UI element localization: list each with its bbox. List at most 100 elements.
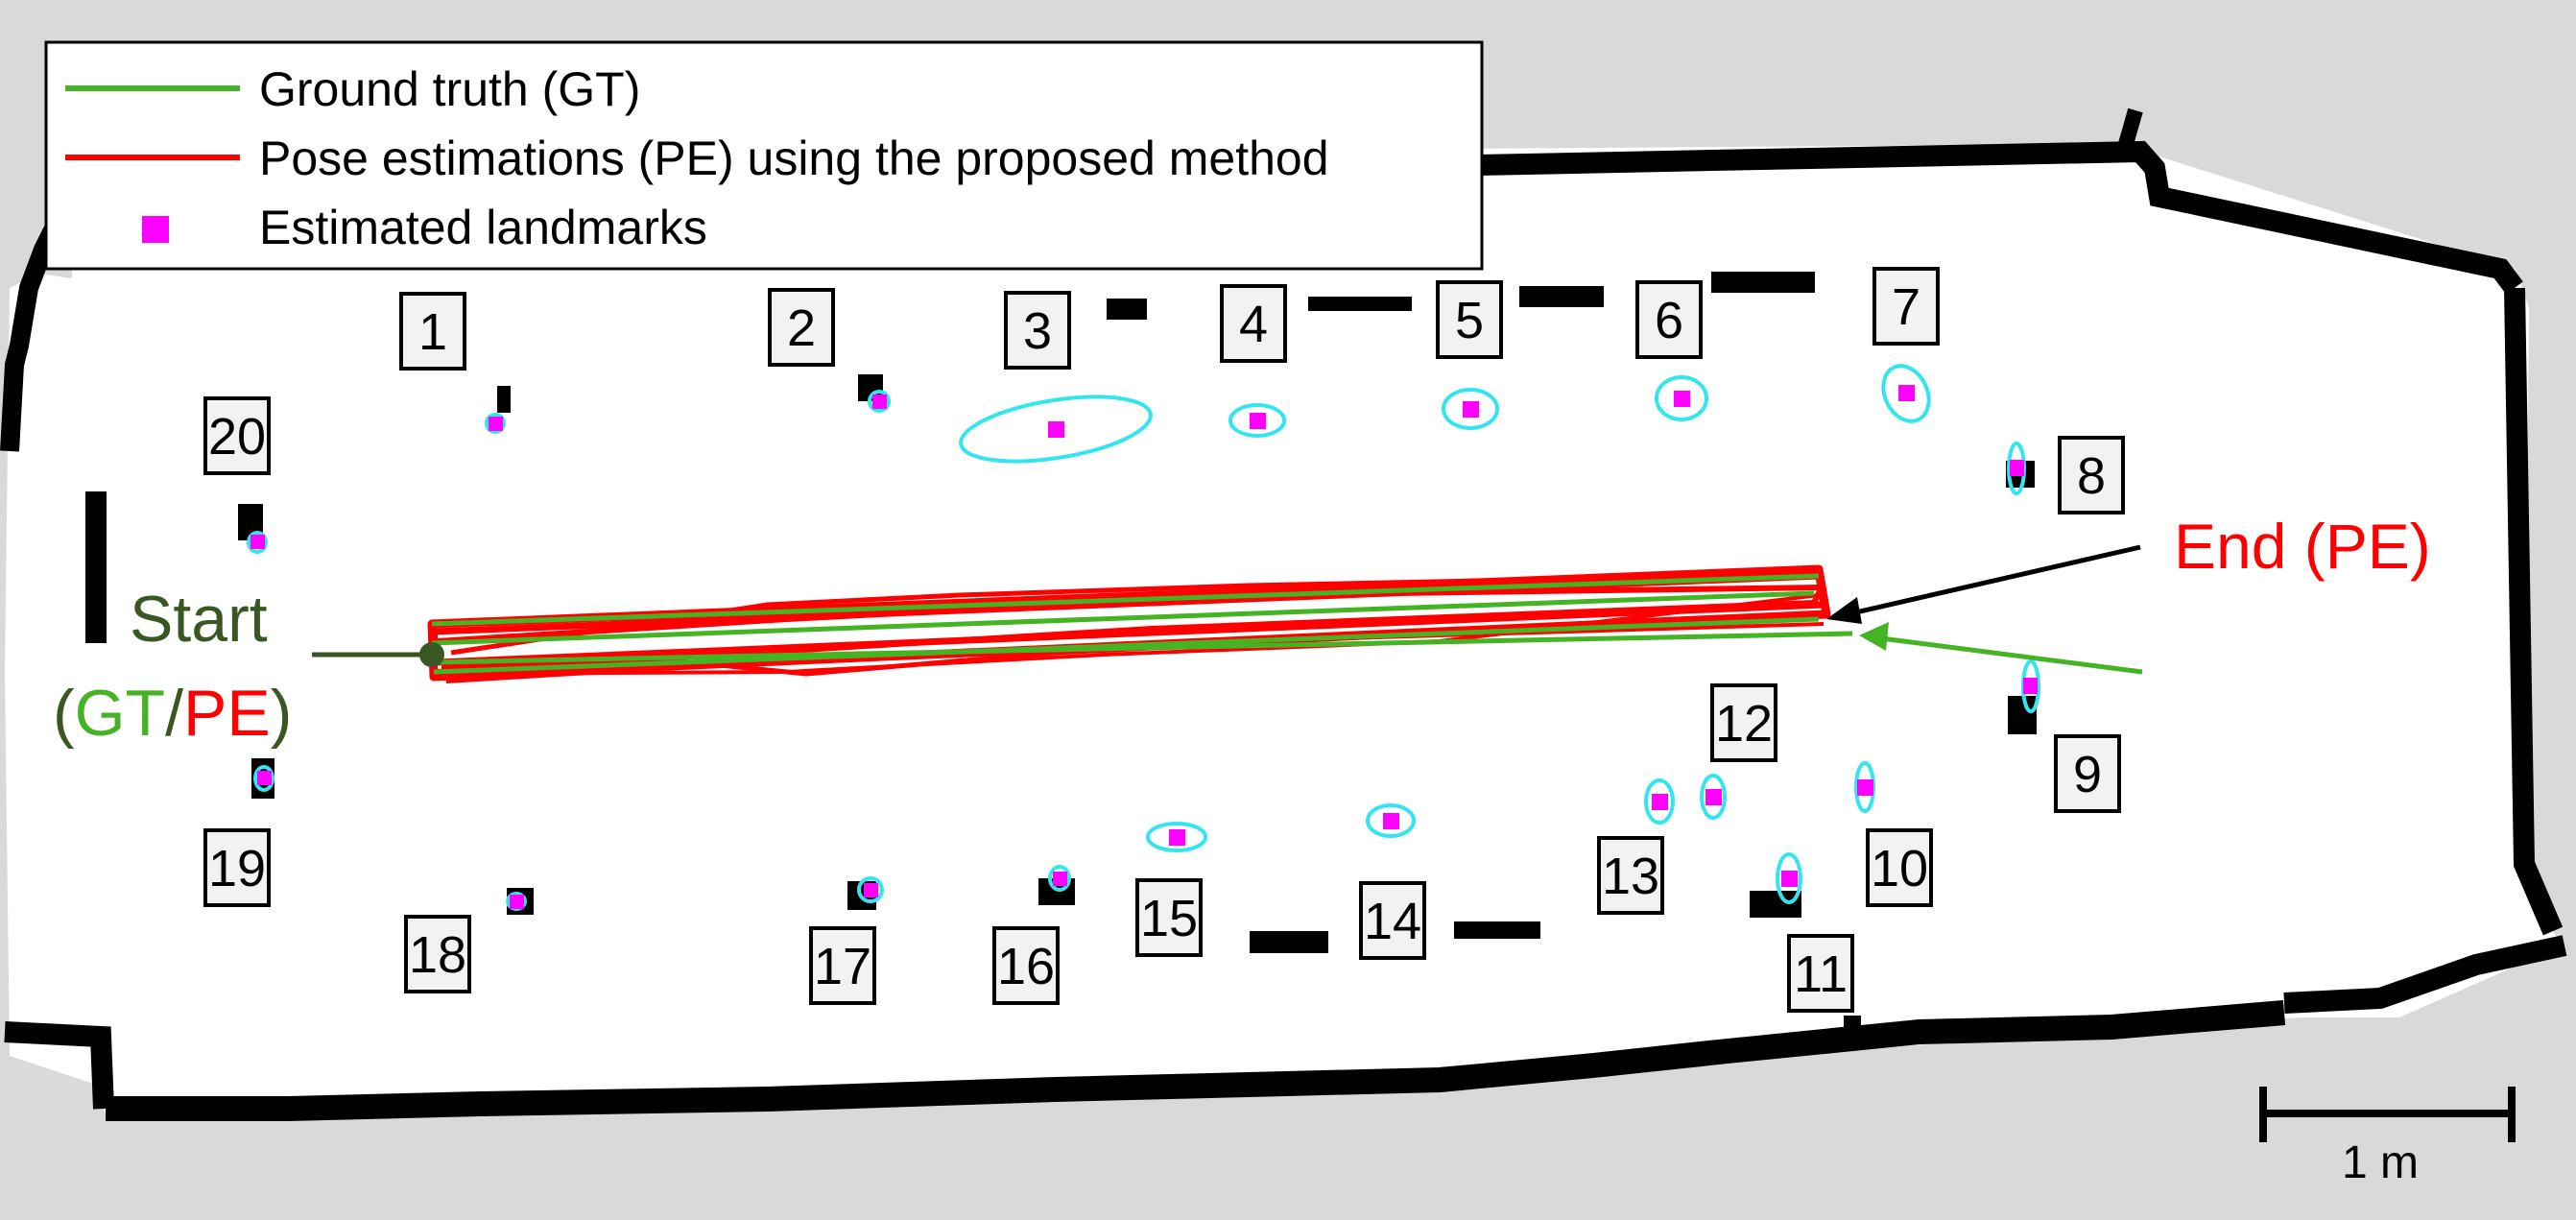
- legend-ground-truth-label: Ground truth (GT): [259, 62, 640, 116]
- scale-bar: [2259, 1087, 2516, 1142]
- landmark-marker: [1169, 829, 1185, 846]
- landmark-label-text: 4: [1239, 296, 1268, 353]
- covariance-ellipse: [1881, 364, 1931, 423]
- landmark-marker: [1250, 413, 1266, 429]
- legend-landmark-swatch: [142, 216, 169, 243]
- landmark-label-text: 8: [2077, 447, 2106, 505]
- covariance-ellipse: [1776, 852, 1802, 904]
- end-gt-arrow-line: [1880, 635, 2143, 675]
- wall-right-bottom: [2283, 935, 2567, 1014]
- obstacle-block: [1750, 891, 1801, 918]
- landmark-label-text: 17: [814, 938, 871, 995]
- landmark-marker: [1383, 813, 1399, 829]
- legend-landmarks-label: Estimated landmarks: [259, 201, 707, 254]
- landmark-marker: [257, 771, 272, 785]
- landmark-label-text: 18: [409, 926, 466, 984]
- covariance-ellipse: [1700, 774, 1727, 820]
- landmark-marker: [1781, 871, 1798, 887]
- landmark-label-box: [203, 396, 271, 475]
- landmark-label-text: 2: [787, 299, 816, 357]
- gt-path: [431, 573, 1853, 675]
- landmark-marker: [250, 535, 265, 549]
- ground-truth-trajectory: [431, 573, 1853, 675]
- landmark-marker: [1463, 401, 1479, 418]
- walls: [0, 108, 2567, 1121]
- landmark-marker: [510, 895, 524, 909]
- legend: Ground truth (GT) Pose estimations (PE) …: [44, 40, 1484, 271]
- landmark-label-box: [2054, 734, 2121, 813]
- landmark-label-text: 14: [1364, 893, 1421, 950]
- start-annotation: Start (GT/PE): [53, 583, 292, 750]
- landmark-label-text: 19: [208, 840, 266, 897]
- landmark-marker: [872, 395, 887, 409]
- covariance-ellipse: [247, 531, 268, 554]
- pe-path: [450, 571, 1805, 656]
- landmark-label-text: 20: [208, 408, 266, 466]
- obstacle-block: [497, 386, 511, 413]
- landmark-marker: [1705, 789, 1722, 805]
- end-annotation: End (PE): [1826, 511, 2431, 675]
- start-pe-text: PE: [183, 677, 271, 750]
- landmark-label-box: [399, 292, 466, 371]
- covariance-ellipse: [1146, 822, 1207, 852]
- covariance-ellipse: [485, 413, 506, 434]
- landmark-label-box: [768, 288, 835, 367]
- landmark-label-boxes: [203, 267, 2125, 1013]
- covariance-ellipse: [1655, 375, 1708, 421]
- obstacle-block: [1711, 272, 1815, 293]
- wall-top: [1477, 140, 2523, 295]
- covariance-ellipse: [1228, 403, 1286, 438]
- landmark-label-text: 10: [1871, 840, 1928, 897]
- legend-box: [44, 40, 1484, 271]
- landmark-label-box: [203, 828, 271, 907]
- landmark-label-texts: 1 2 3 4 5 6 7 8 9 10 11 12 13 14 15 16 1…: [208, 278, 2106, 1003]
- landmark-label-box: [1436, 280, 1503, 359]
- landmark-label-box: [1866, 828, 1933, 907]
- estimated-landmarks: [250, 385, 2038, 909]
- wall-bottom: [106, 1000, 2286, 1121]
- covariance-ellipse: [1048, 865, 1071, 892]
- landmark-label-box: [2058, 436, 2125, 514]
- landmark-label-text: 3: [1023, 302, 1052, 360]
- covariance-ellipse: [857, 876, 884, 903]
- landmark-label-text: 1: [418, 303, 447, 361]
- obstacle-block: [1107, 299, 1147, 320]
- legend-pose-estimation-label: Pose estimations (PE) using the proposed…: [259, 132, 1329, 185]
- landmark-label-box: [992, 926, 1060, 1005]
- landmark-marker: [1674, 391, 1690, 407]
- landmark-label-text: 12: [1715, 695, 1773, 753]
- wall-top-nub: [2118, 108, 2143, 147]
- landmark-label-box: [809, 926, 876, 1005]
- obstacle-block: [1308, 297, 1412, 311]
- landmark-label-text: 7: [1892, 278, 1920, 336]
- landmark-marker: [1898, 385, 1915, 401]
- landmark-label-box: [1597, 836, 1664, 915]
- landmark-marker: [864, 883, 878, 897]
- covariance-ellipse: [1644, 778, 1675, 825]
- landmark-label-box: [1872, 267, 1940, 346]
- wall-right: [2504, 287, 2564, 936]
- landmark-label-box: [1710, 683, 1777, 762]
- start-open-paren: (: [53, 677, 75, 750]
- start-gt-text: GT: [75, 677, 165, 750]
- landmark-label-text: 9: [2073, 746, 2102, 803]
- obstacle-block: [1519, 286, 1604, 307]
- end-pe-arrowhead: [1826, 597, 1862, 624]
- landmark-label-text: 6: [1655, 292, 1683, 349]
- landmark-label-text: 15: [1140, 890, 1198, 947]
- landmark-label-text: 16: [997, 938, 1055, 995]
- obstacle-block: [2008, 696, 2037, 734]
- landmark-label-box: [1359, 881, 1426, 960]
- landmark-label-box: [1004, 291, 1071, 370]
- landmark-label-text: 5: [1455, 292, 1484, 349]
- landmark-marker: [1652, 794, 1668, 810]
- covariance-ellipse: [1442, 388, 1499, 430]
- obstacle-blocks: [238, 272, 2037, 953]
- landmark-marker: [1857, 779, 1873, 796]
- landmark-label-box: [1135, 878, 1203, 957]
- start-close-paren: ): [271, 677, 293, 750]
- landmark-marker: [489, 417, 503, 431]
- end-pe-arrow-line: [1847, 544, 2141, 617]
- covariance-ellipse: [868, 390, 891, 413]
